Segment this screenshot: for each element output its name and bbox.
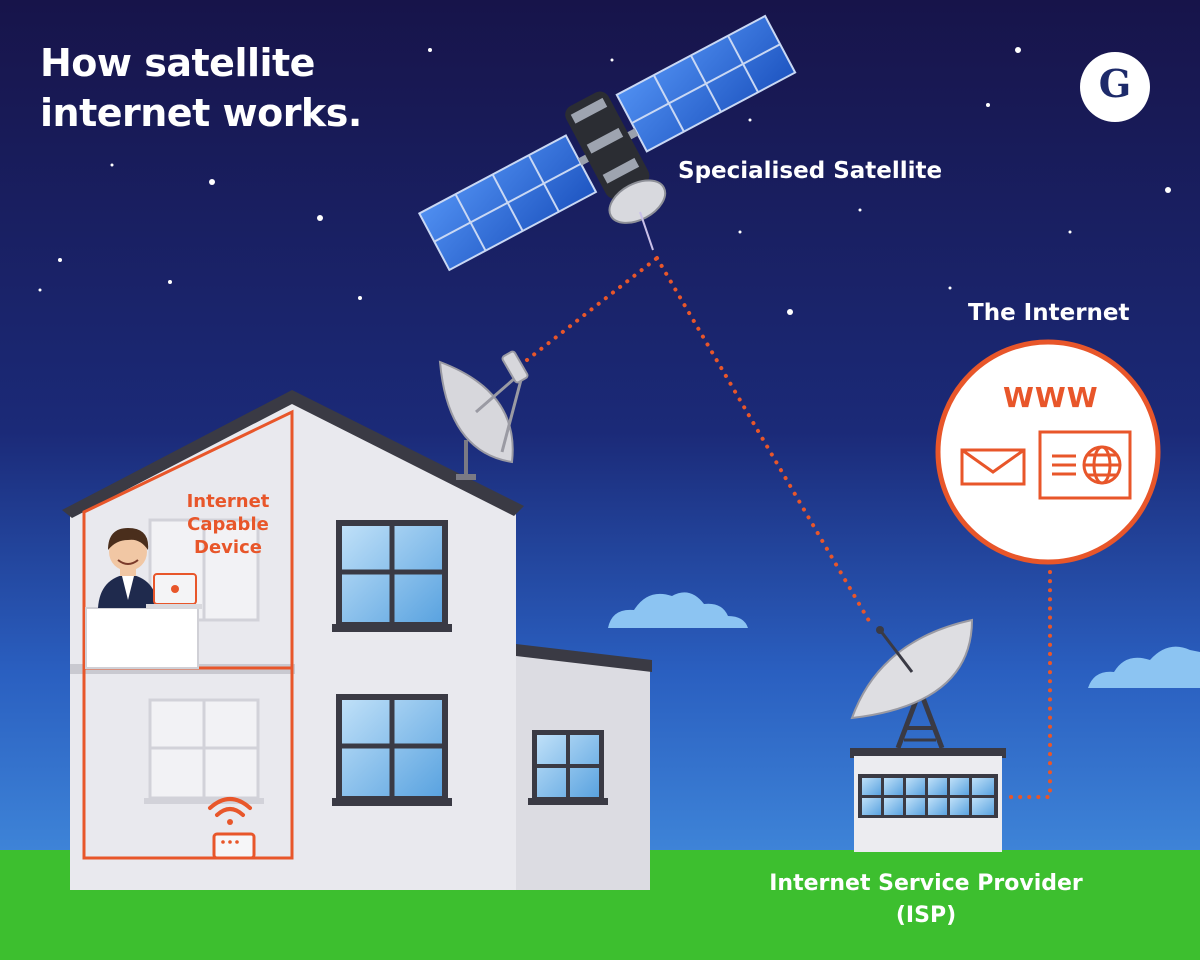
satellite-antenna	[608, 179, 667, 224]
ground-station-dish-icon	[850, 618, 974, 749]
signal-dish-to-satellite	[525, 256, 659, 362]
isp-building	[850, 748, 1006, 852]
device-label-line-3: Device	[194, 537, 262, 558]
router-icon	[212, 832, 256, 860]
brand-logo-icon: G	[1080, 52, 1150, 122]
logo-letter: G	[1098, 61, 1132, 106]
title-line-2: internet works.	[40, 91, 362, 135]
device-label-line-1: Internet	[186, 491, 270, 512]
laptop-icon	[146, 573, 202, 609]
person-icon	[98, 528, 158, 608]
internet-cloud-circle	[935, 339, 1161, 565]
isp-label: Internet Service Provider (ISP)	[740, 868, 1112, 932]
page-title: How satellite internet works.	[40, 38, 362, 138]
globe-icon	[1082, 445, 1122, 485]
www-label: WWW	[1003, 381, 1099, 414]
signal-satellite-to-isp	[655, 256, 874, 628]
envelope-icon	[960, 448, 1026, 486]
desk	[85, 607, 199, 669]
device-label-line-2: Capable	[187, 514, 269, 535]
window	[332, 694, 452, 806]
window	[332, 520, 452, 632]
isp-label-line-1: Internet Service Provider	[769, 871, 1083, 896]
house	[62, 390, 652, 890]
wifi-icon	[208, 797, 252, 825]
home-interior-outline	[82, 409, 294, 860]
satellite-icon	[417, 14, 797, 272]
satellite-dish-icon	[438, 350, 529, 480]
title-line-1: How satellite	[40, 41, 315, 85]
satellite-label: Specialised Satellite	[678, 158, 943, 184]
window	[528, 730, 608, 805]
internet-label: The Internet	[968, 300, 1130, 326]
cloud-icon	[608, 592, 1200, 688]
isp-label-line-2: (ISP)	[895, 903, 957, 928]
star-icon	[38, 47, 1171, 315]
device-label: Internet Capable Device	[172, 490, 284, 559]
